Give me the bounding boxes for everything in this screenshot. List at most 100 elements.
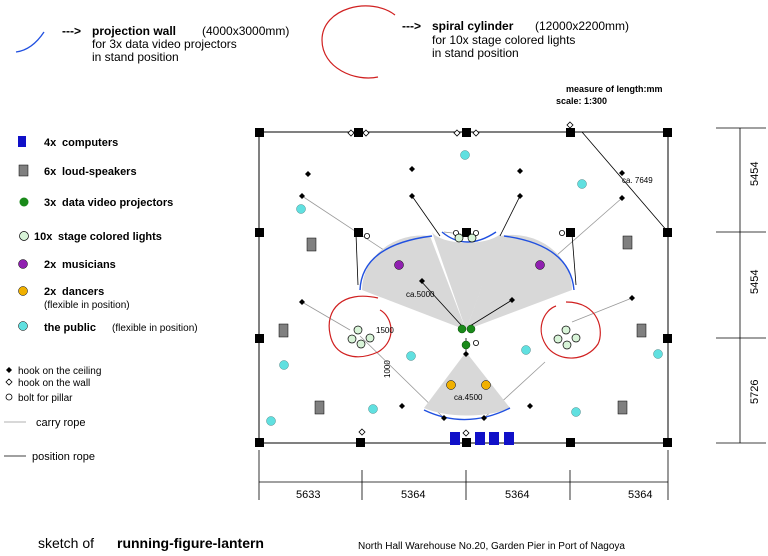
- pillar: [255, 334, 264, 343]
- visitor: [266, 416, 276, 426]
- projectors: [457, 324, 476, 350]
- legend-lights-label: stage colored lights: [58, 231, 162, 243]
- wall-hook: [472, 129, 480, 137]
- pillar: [566, 438, 575, 447]
- legend-speakers-label: loud-speakers: [62, 166, 137, 178]
- spiral-title: spiral cylinder: [432, 19, 514, 33]
- wall-hook: [462, 429, 470, 437]
- visitor: [577, 179, 587, 189]
- ceiling-hook: [399, 403, 405, 409]
- legend-position-rope: position rope: [32, 451, 95, 463]
- label-spiral-diameter: 1500: [376, 326, 394, 335]
- musician-icon: [18, 259, 28, 269]
- dimension-labels: 5633 5364 5364 5364 5454 5454 5726: [296, 162, 761, 501]
- stage-light: [562, 340, 572, 350]
- header-spiral: ---> spiral cylinder (12000x2200mm) for …: [321, 5, 629, 79]
- wall-arrow: --->: [62, 24, 81, 38]
- speaker-icon: [18, 164, 29, 177]
- spiral-dims: (12000x2200mm): [535, 19, 629, 33]
- stage-light-icon: [19, 231, 29, 241]
- visitor: [653, 349, 663, 359]
- stage-light: [356, 339, 366, 349]
- speaker: [617, 400, 628, 415]
- stage-light: [347, 334, 357, 344]
- musician: [394, 260, 404, 270]
- projection-wall-bottom: [423, 407, 511, 421]
- pillars: [255, 128, 672, 447]
- wall-hook: [566, 121, 574, 129]
- footer-location: North Hall Warehouse No.20, Garden Pier …: [358, 541, 625, 552]
- visitor: [460, 150, 470, 160]
- ceiling-hook: [619, 170, 625, 176]
- speaker: [622, 235, 633, 250]
- hook-wall-icon: [5, 378, 13, 386]
- projector: [457, 324, 467, 334]
- wall-dims: (4000x3000mm): [202, 24, 289, 38]
- legend-bolt: bolt for pillar: [18, 393, 73, 404]
- legend-lights-count: 10x: [34, 231, 53, 243]
- ceiling-hook: [409, 193, 415, 199]
- ceiling-hook: [419, 278, 425, 284]
- legend: 4x computers 6x loud-speakers 3x data vi…: [4, 136, 198, 463]
- computer: [475, 432, 485, 445]
- label-spiral-height: 1000: [383, 360, 392, 378]
- pillar: [663, 128, 672, 137]
- ceiling-hook: [517, 193, 523, 199]
- wall-hook: [358, 428, 366, 436]
- bolt: [472, 339, 479, 346]
- header-projection-wall: ---> projection wall (4000x3000mm) for 3…: [15, 24, 289, 64]
- spiral-arrow: --->: [402, 19, 421, 33]
- ceiling-hook: [305, 171, 311, 177]
- visitor: [521, 345, 531, 355]
- dim-bottom-3: 5364: [505, 489, 529, 501]
- stage-light: [571, 333, 581, 343]
- pillar: [356, 438, 365, 447]
- legend-dancers-label: dancers: [62, 286, 104, 298]
- speaker: [306, 237, 317, 252]
- speaker: [314, 400, 325, 415]
- projection-walls: [359, 231, 575, 421]
- speaker: [278, 323, 289, 338]
- pillar: [663, 228, 672, 237]
- legend-hook-ceiling: hook on the ceiling: [18, 366, 101, 377]
- label-beam-radius: ca.5000: [406, 290, 435, 299]
- label-bottom-radius: ca.4500: [454, 393, 483, 402]
- projection-wall-icon: [15, 31, 45, 53]
- legend-projectors-count: 3x: [44, 197, 57, 209]
- hall: ca. 7649 ca.5000 1500 1000 ca.4500: [255, 121, 672, 447]
- dancer: [446, 380, 456, 390]
- legend-speakers-count: 6x: [44, 166, 57, 178]
- ceiling-hook: [619, 195, 625, 201]
- legend-projectors-label: data video projectors: [62, 197, 173, 209]
- bolt: [472, 229, 479, 236]
- dancer-icon: [18, 286, 28, 296]
- ceiling-hook: [463, 351, 469, 357]
- stage-lights: [347, 233, 581, 350]
- pillar: [462, 128, 471, 137]
- computer: [450, 432, 460, 445]
- projection-beam-top: [432, 232, 502, 330]
- dim-right-1: 5454: [749, 162, 761, 186]
- ceiling-hook: [299, 299, 305, 305]
- pillar: [566, 228, 575, 237]
- wall-line1: for 3x data video projectors: [92, 37, 237, 51]
- legend-carry-rope: carry rope: [36, 417, 86, 429]
- pillar: [663, 334, 672, 343]
- stage-light: [454, 233, 464, 243]
- dimension-lines: [258, 127, 766, 500]
- stage-light: [553, 334, 563, 344]
- visitor: [279, 360, 289, 370]
- dim-bottom-4: 5364: [628, 489, 652, 501]
- hook-ceiling-icon: [6, 367, 12, 373]
- legend-computers-label: computers: [62, 137, 118, 149]
- pillar: [566, 128, 575, 137]
- scale-label: scale: 1:300: [556, 96, 607, 106]
- pillar: [462, 228, 471, 237]
- dim-bottom-2: 5364: [401, 489, 425, 501]
- projection-beam-bottom: [424, 352, 510, 416]
- pillar: [255, 228, 264, 237]
- musicians: [394, 260, 545, 270]
- ceiling-hook: [629, 295, 635, 301]
- projection-wall-top: [441, 231, 497, 243]
